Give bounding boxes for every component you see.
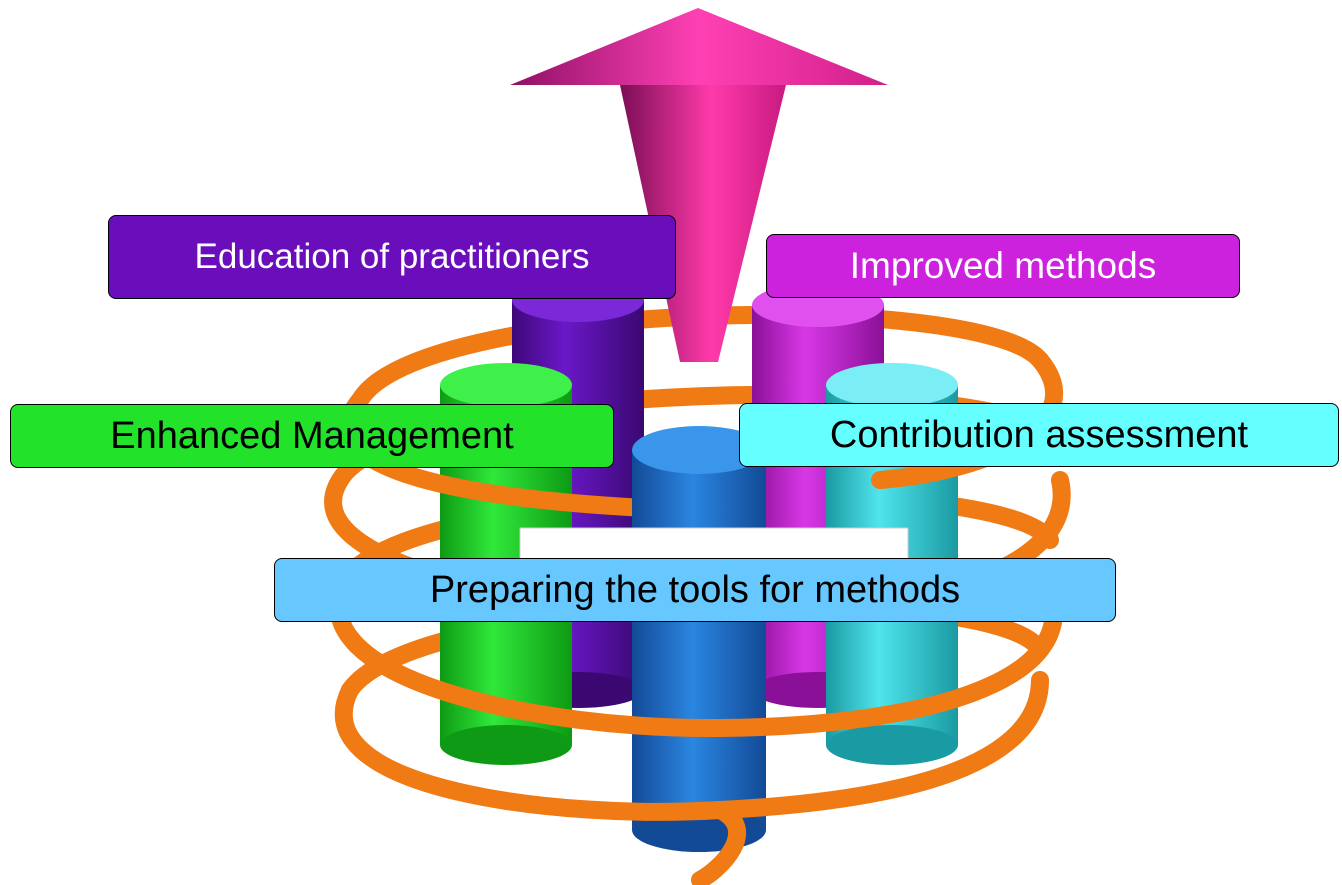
upward-arrow-icon [510, 8, 888, 362]
pillar-blue [632, 426, 766, 852]
label-improved-methods: Improved methods [766, 234, 1240, 298]
label-preparing-tools: Preparing the tools for methods [274, 558, 1116, 622]
label-contribution-assessment: Contribution assessment [739, 403, 1339, 467]
label-enhanced-management: Enhanced Management [10, 404, 614, 468]
spiral-coil-front-2 [329, 571, 1063, 738]
spiral-front [324, 471, 1071, 885]
spiral-coil-tail [691, 801, 747, 885]
spiral-coil-front-3 [334, 671, 1049, 821]
label-education-of-practitioners: Education of practitioners [108, 215, 676, 299]
